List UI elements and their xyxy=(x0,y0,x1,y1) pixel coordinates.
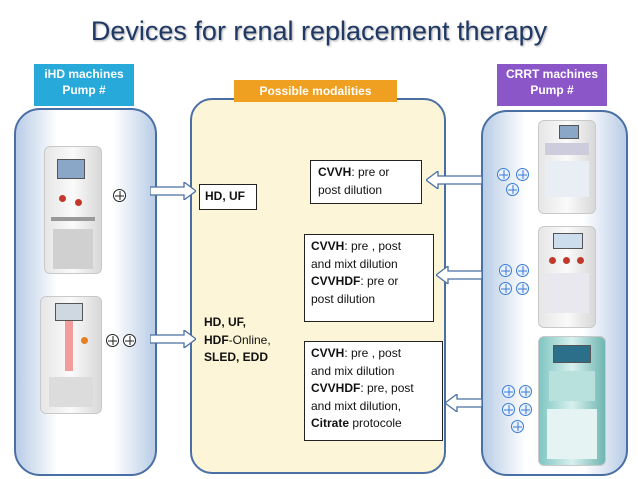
circle-plus-icon xyxy=(499,264,512,277)
ihd-header-line1: iHD machines xyxy=(44,67,124,81)
modality-box-cvvh-1: CVVH: pre or post dilution xyxy=(310,160,422,204)
crrt-machine-icon xyxy=(538,120,596,214)
modality-box-hd-uf: HD, UF xyxy=(199,184,257,210)
page-title: Devices for renal replacement therapy xyxy=(90,16,548,46)
dialysis-machine-icon xyxy=(40,296,102,414)
circle-plus-icon xyxy=(502,403,515,416)
ihd-header-line2: Pump # xyxy=(62,83,106,97)
circle-plus-icon xyxy=(506,183,519,196)
hd-sled-line2: HDF-Online, xyxy=(204,332,271,347)
hd-sled-line3: SLED, EDD xyxy=(204,350,269,364)
circle-plus-icon xyxy=(497,168,510,181)
circle-plus-icon xyxy=(519,385,532,398)
circle-plus-icon xyxy=(106,334,119,347)
circle-plus-icon xyxy=(123,334,136,347)
block-arrow-icon xyxy=(150,182,196,200)
circle-plus-icon xyxy=(519,403,532,416)
possible-modalities-header: Possible modalities xyxy=(234,80,397,102)
crrt-header-line2: Pump # xyxy=(530,83,574,97)
block-arrow-icon xyxy=(445,394,482,412)
modality-box-cvvh-2: CVVH: pre , post and mixt dilution CVVHD… xyxy=(304,234,434,322)
hd-sled-line1: HD, UF, xyxy=(204,315,246,329)
block-arrow-icon xyxy=(150,330,196,348)
crrt-machine-icon xyxy=(538,336,606,466)
circle-plus-icon xyxy=(502,385,515,398)
ihd-machines-header: iHD machines Pump # xyxy=(34,64,134,106)
dialysis-machine-icon xyxy=(44,146,102,274)
modality-box-hd-sled: HD, UF, HDF-Online, SLED, EDD xyxy=(199,311,285,373)
crrt-header-line1: CRRT machines xyxy=(505,67,599,81)
block-arrow-icon xyxy=(436,266,482,284)
crrt-machine-icon xyxy=(538,226,596,328)
block-arrow-icon xyxy=(426,171,482,189)
circle-plus-icon xyxy=(516,168,529,181)
crrt-machines-header: CRRT machines Pump # xyxy=(497,64,607,106)
modality-box-cvvh-3: CVVH: pre , post and mix dilution CVVHDF… xyxy=(304,341,443,441)
circle-plus-icon xyxy=(516,282,529,295)
circle-plus-icon xyxy=(113,189,126,202)
circle-plus-icon xyxy=(511,420,524,433)
circle-plus-icon xyxy=(499,282,512,295)
circle-plus-icon xyxy=(516,264,529,277)
